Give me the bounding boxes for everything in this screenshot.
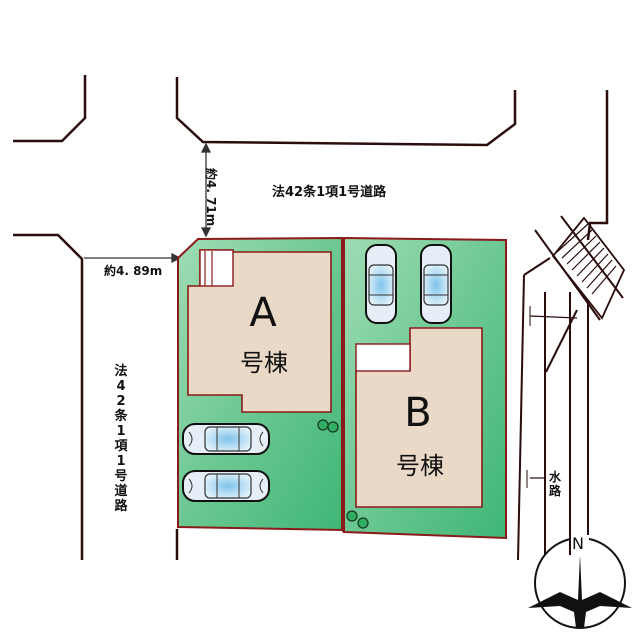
waterway [517, 215, 626, 561]
dimension-vertical: 約4. 71m [204, 168, 218, 227]
building-b-letter: B [404, 390, 432, 436]
road-label-left: 法42条1項1号道路 [114, 364, 128, 514]
road-label-top: 法42条1項1号道路 [272, 185, 387, 200]
building-b-label: 号棟 [396, 452, 444, 480]
parking-car [182, 423, 270, 455]
road-outlines [13, 75, 609, 560]
building-b-entrance [355, 343, 411, 372]
tree-icons [317, 419, 369, 529]
compass-icon [528, 535, 632, 629]
parking-car [365, 244, 397, 324]
building-a-letter: A [249, 290, 277, 336]
dimension-arrows [84, 142, 212, 264]
dimension-horizontal: 約4. 89m [104, 264, 163, 278]
parking-car [420, 244, 452, 324]
waterway-label: 水路 [549, 470, 562, 498]
building-a-label: 号棟 [240, 349, 288, 377]
compass-north-label: N [572, 534, 584, 553]
parking-car [182, 470, 270, 502]
